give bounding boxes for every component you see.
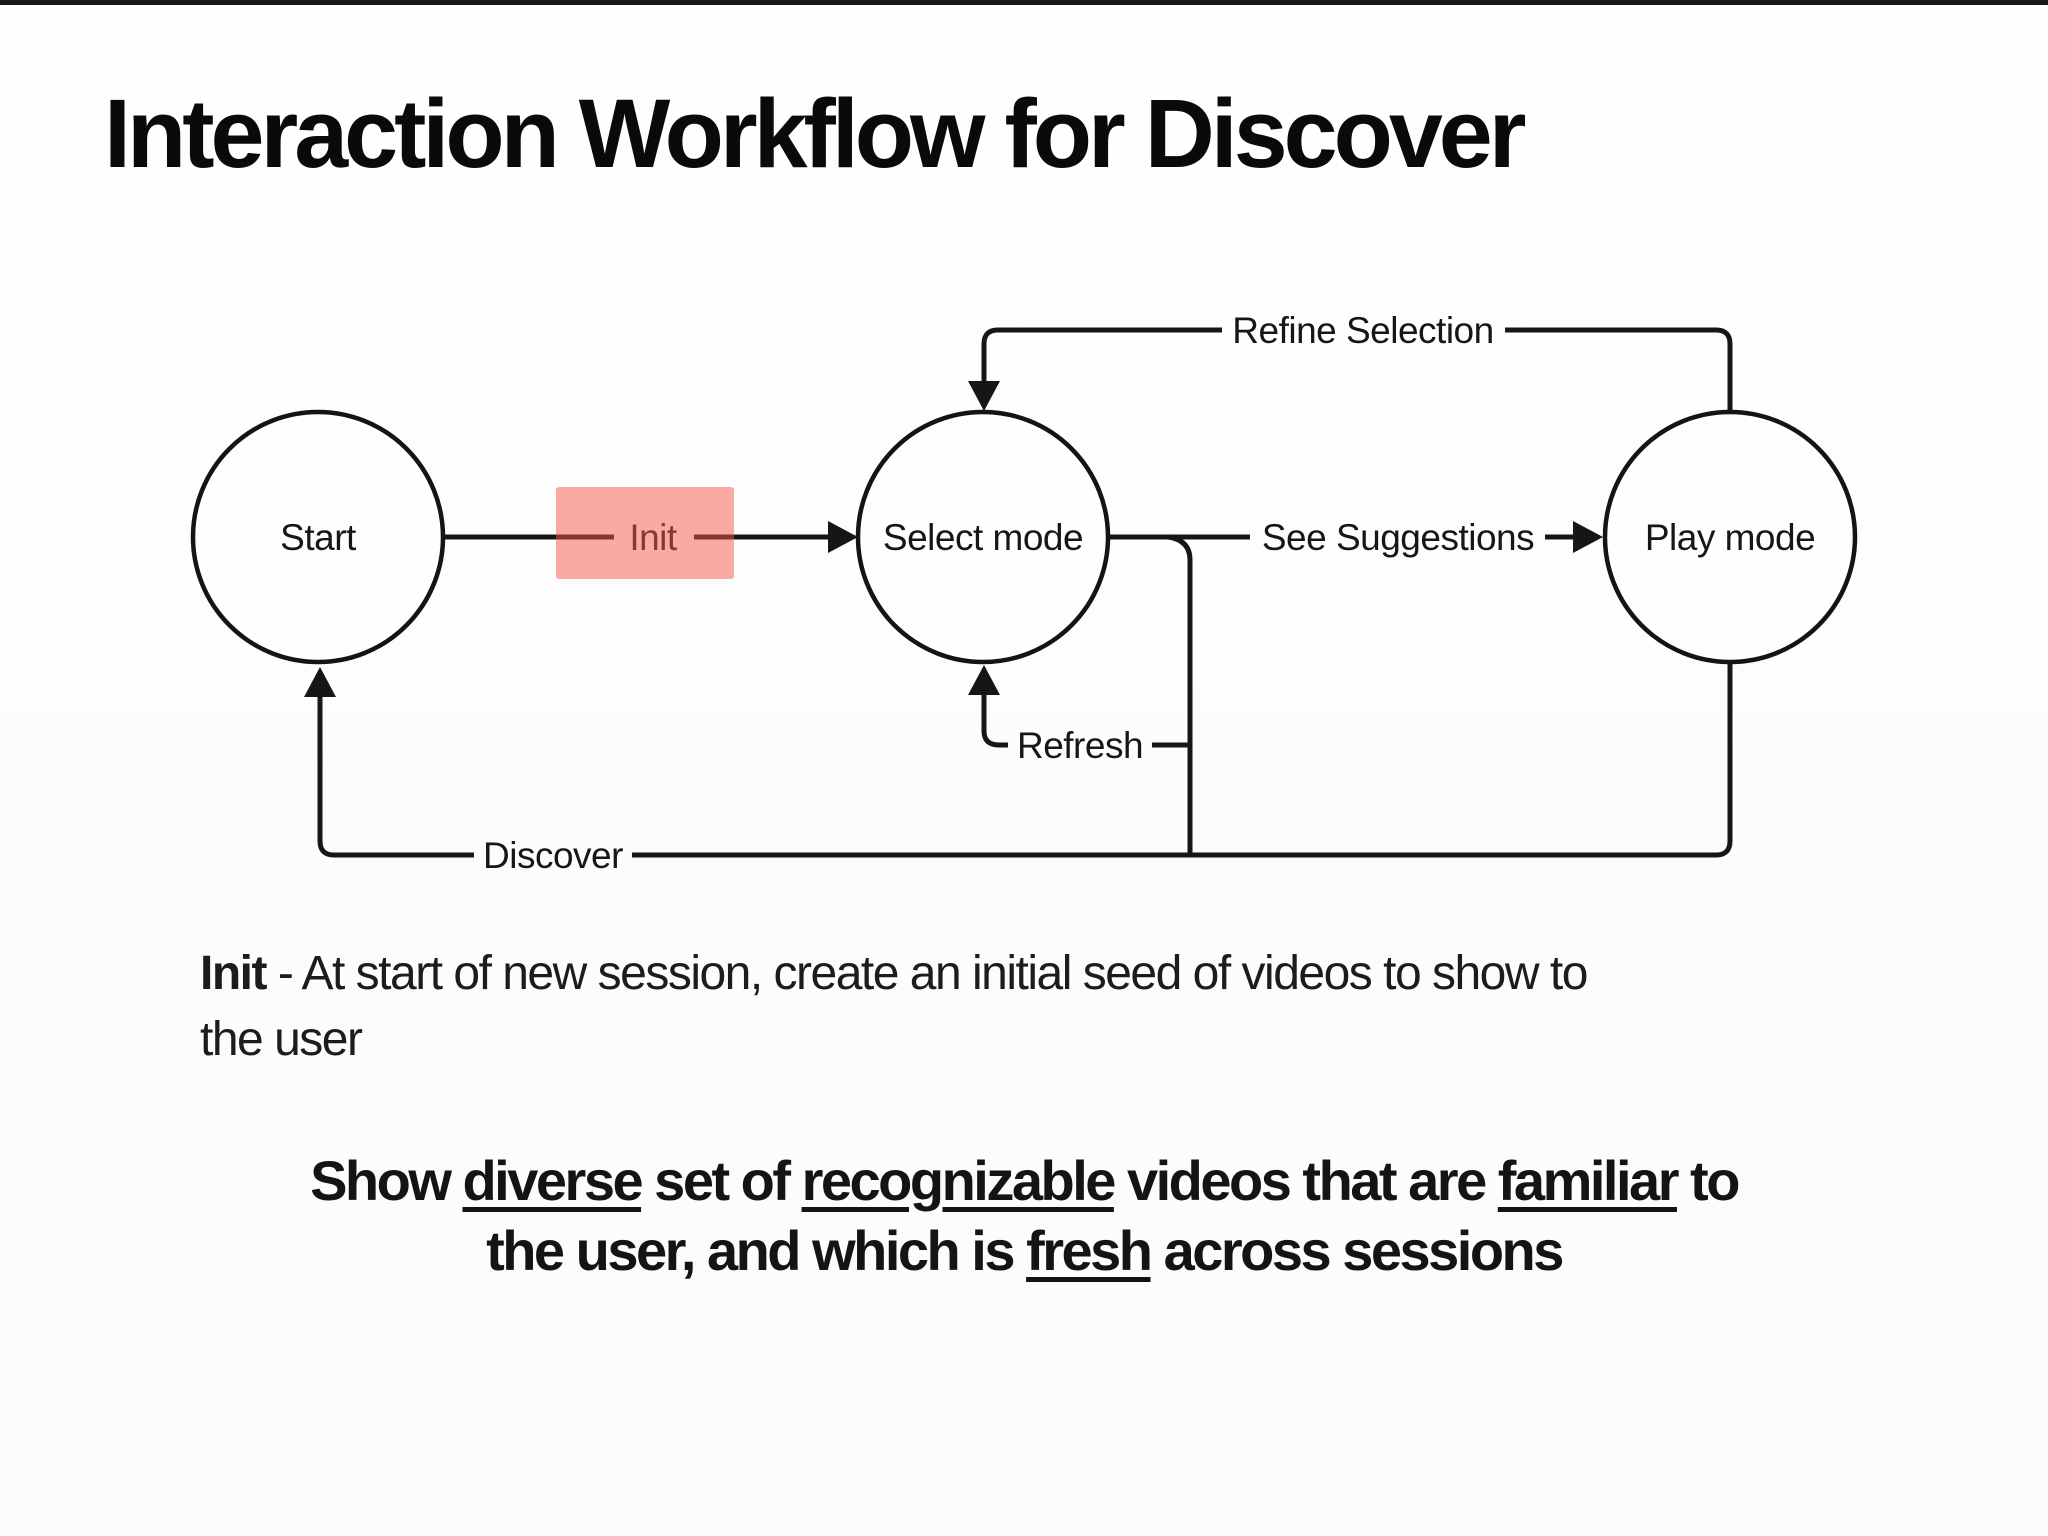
statement-text: to: [1676, 1149, 1740, 1212]
statement-underlined-fresh: fresh: [1026, 1219, 1153, 1282]
init-note-line2: the user: [200, 1013, 363, 1066]
edge-discover-label: Discover: [483, 835, 623, 876]
arrowhead-refine-selection: [968, 381, 1000, 411]
node-start-label: Start: [280, 517, 357, 558]
edge-refine-selection-label: Refine Selection: [1232, 310, 1493, 351]
top-border-bar: [0, 0, 2048, 5]
arrowhead-discover: [304, 667, 336, 697]
statement-underlined-diverse: diverse: [462, 1149, 643, 1212]
node-select-mode-circle: [855, 409, 1111, 665]
summary-statement: Show diverse set of recognizable videos …: [0, 1146, 2048, 1286]
state-nodes: [190, 409, 1858, 665]
edge-discover-line: [317, 663, 1733, 858]
init-note: Init - At start of new session, create a…: [200, 941, 1960, 1073]
statement-text: videos that are: [1113, 1149, 1498, 1212]
statement-text: the user, and which is: [486, 1219, 1027, 1282]
statement-text: across sessions: [1150, 1219, 1565, 1282]
node-start-circle: [190, 409, 446, 665]
statement-underlined-familiar: familiar: [1497, 1149, 1680, 1212]
arrowhead-see-suggestions: [1573, 521, 1603, 553]
statement-text: set of: [641, 1149, 802, 1212]
node-select-mode-label: Select mode: [883, 517, 1083, 558]
slide-title: Interaction Workflow for Discover: [104, 79, 1526, 188]
edge-see-suggestions-label: See Suggestions: [1262, 517, 1534, 558]
init-highlight-overlay: [556, 487, 734, 579]
arrowhead-refresh: [968, 665, 1000, 695]
node-play-mode-label: Play mode: [1645, 517, 1815, 558]
init-note-term: Init: [200, 947, 267, 1000]
node-play-mode-circle: [1602, 409, 1858, 665]
edge-branch-line: [1167, 534, 1193, 855]
edge-refresh-line: [981, 693, 1190, 748]
edge-lines: [317, 327, 1733, 858]
arrowhead-init: [828, 521, 858, 553]
init-note-text: - At start of new session, create an ini…: [265, 947, 1589, 1000]
edge-refine-selection-line: [981, 327, 1733, 412]
statement-text: Show: [310, 1149, 463, 1212]
edge-refresh-label: Refresh: [1017, 725, 1143, 766]
arrowheads: [304, 381, 1603, 697]
statement-underlined-recognizable: recognizable: [801, 1149, 1117, 1212]
